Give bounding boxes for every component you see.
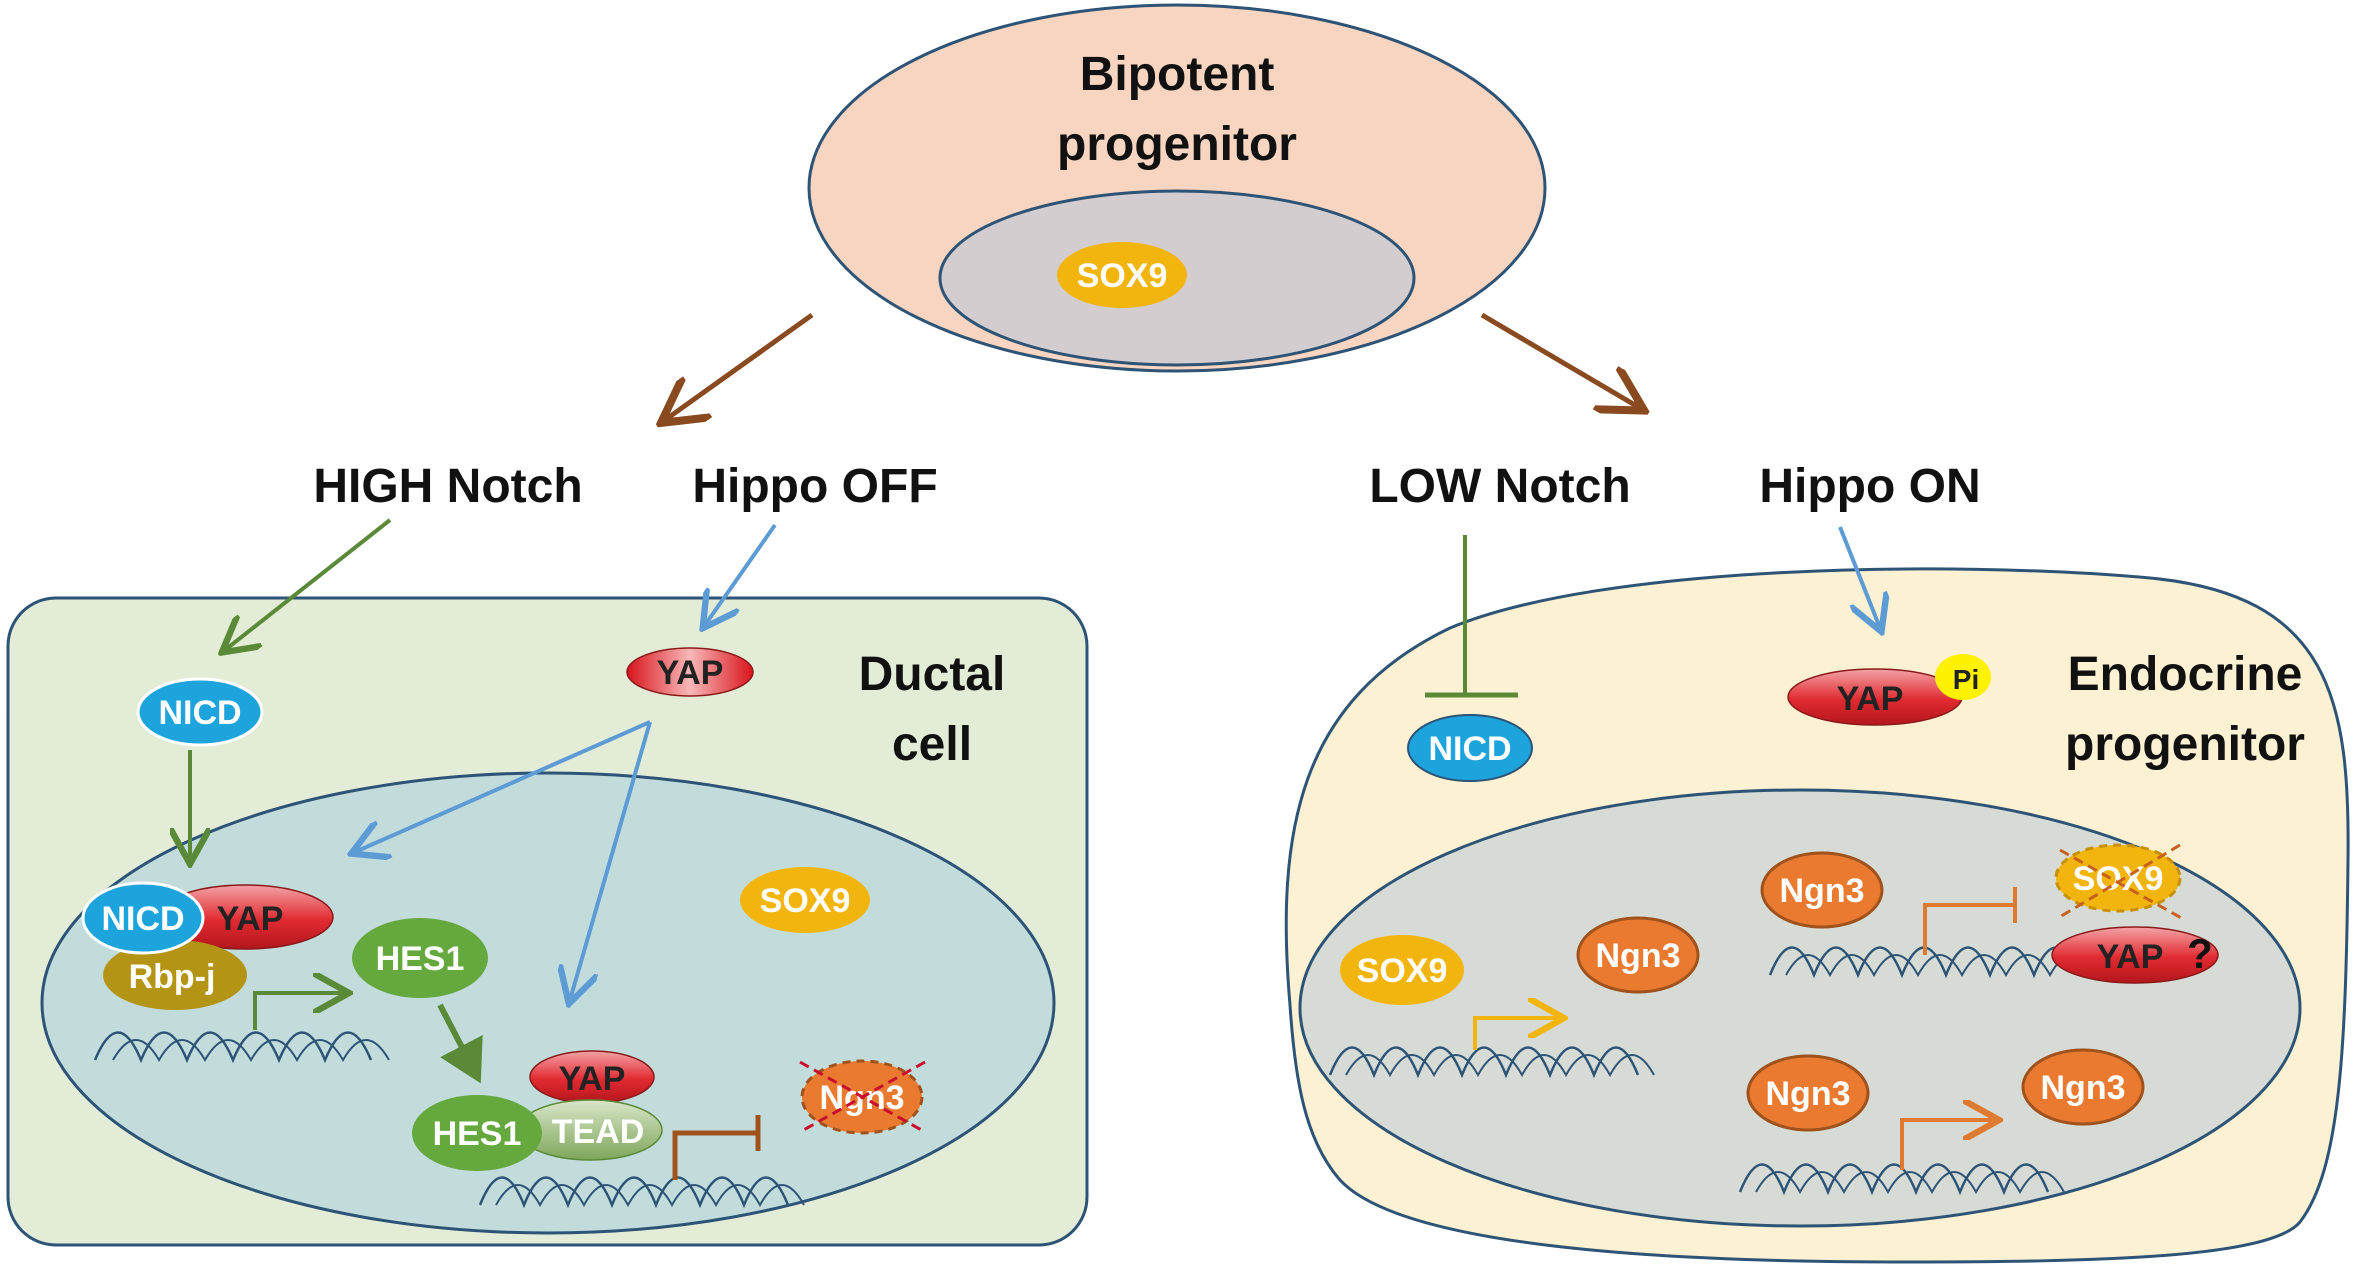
nicd-nuclear: NICD bbox=[81, 881, 205, 955]
dna-strand-ductal-2 bbox=[478, 1176, 805, 1209]
svg-text:YAP: YAP bbox=[657, 654, 724, 692]
nicd-cytoplasm-endocrine: NICD bbox=[1407, 714, 1533, 782]
ngn3-target-endocrine: Ngn3 bbox=[1576, 916, 1700, 994]
svg-text:SOX9: SOX9 bbox=[760, 882, 851, 920]
arrow-yap-to-nicd-complex bbox=[355, 720, 651, 852]
promoter-arrow-hes1 bbox=[253, 993, 345, 1030]
svg-text:NICD: NICD bbox=[158, 694, 241, 732]
sox9-molecule-progenitor: SOX9 bbox=[1057, 242, 1187, 308]
svg-text:SOX9: SOX9 bbox=[1077, 257, 1168, 295]
arrow-to-endocrine bbox=[1480, 312, 1640, 408]
ngn3-repressor-endocrine: Ngn3 bbox=[1760, 851, 1884, 929]
sox9-molecule-ductal: SOX9 bbox=[740, 867, 870, 933]
progenitor-title-line2: progenitor bbox=[1057, 118, 1297, 171]
endocrine-label-line2: progenitor bbox=[2065, 718, 2305, 771]
rbpj-molecule: Rbp-j bbox=[103, 940, 247, 1010]
arrow-hippo-on-to-yap bbox=[1838, 526, 1880, 628]
svg-text:YAP: YAP bbox=[2097, 938, 2164, 976]
yap-tead-complex: YAP bbox=[529, 1050, 655, 1104]
ductal-cell-label-line1: Ductal bbox=[859, 648, 1006, 701]
label-hippo-on: Hippo ON bbox=[1759, 460, 1980, 513]
hes1-molecule-a: HES1 bbox=[352, 918, 488, 998]
arrow-hippo-to-yap bbox=[705, 523, 777, 625]
ngn3-auto-source: Ngn3 bbox=[1746, 1054, 1870, 1132]
svg-text:Ngn3: Ngn3 bbox=[1596, 937, 1681, 975]
label-hippo-off: Hippo OFF bbox=[692, 460, 937, 513]
yap-question-endocrine: YAP ? bbox=[2051, 926, 2219, 984]
svg-text:NICD: NICD bbox=[1428, 730, 1511, 768]
ngn3-auto-target: Ngn3 bbox=[2021, 1048, 2145, 1126]
svg-text:YAP: YAP bbox=[559, 1060, 626, 1098]
svg-text:YAP: YAP bbox=[217, 900, 284, 938]
endocrine-label-line1: Endocrine bbox=[2068, 648, 2303, 701]
dna-strand-endocrine-1 bbox=[1328, 1046, 1655, 1079]
ductal-cell-label-line2: cell bbox=[892, 718, 972, 771]
svg-text:HES1: HES1 bbox=[376, 940, 465, 978]
bipotent-progenitor-cell: Bipotent progenitor SOX9 bbox=[807, 3, 1547, 373]
svg-text:NICD: NICD bbox=[101, 900, 184, 938]
yap-cytoplasm-ductal: YAP bbox=[626, 647, 754, 697]
promoter-arrow-sox9-ngn3 bbox=[1473, 1018, 1560, 1050]
label-low-notch: LOW Notch bbox=[1369, 460, 1630, 513]
dna-strand-endocrine-3 bbox=[1738, 1163, 2065, 1196]
hes1-molecule-b: HES1 bbox=[412, 1095, 542, 1171]
svg-text:YAP: YAP bbox=[1837, 680, 1904, 718]
yap-nuclear-complex: YAP bbox=[156, 884, 334, 950]
progenitor-title-line1: Bipotent bbox=[1080, 48, 1275, 101]
svg-text:Ngn3: Ngn3 bbox=[1766, 1075, 1851, 1113]
question-mark: ? bbox=[2187, 930, 2213, 977]
promoter-arrow-ngn3-auto bbox=[1900, 1120, 1995, 1170]
sox9-molecule-endocrine: SOX9 bbox=[1340, 935, 1464, 1005]
cross-mark-sox9 bbox=[2059, 848, 2186, 922]
phosphate-badge: Pi bbox=[1935, 654, 1991, 700]
svg-text:Rbp-j: Rbp-j bbox=[129, 958, 216, 996]
svg-text:Ngn3: Ngn3 bbox=[1780, 872, 1865, 910]
svg-text:HES1: HES1 bbox=[433, 1115, 522, 1153]
arrow-hes1-to-complex bbox=[437, 1003, 483, 1084]
repression-bar-ngn3-ductal bbox=[672, 1115, 761, 1180]
ngn3-repressed-ductal: Ngn3 bbox=[799, 1059, 926, 1135]
label-high-notch: HIGH Notch bbox=[313, 460, 582, 513]
svg-text:TEAD: TEAD bbox=[552, 1113, 645, 1151]
svg-text:Pi: Pi bbox=[1953, 664, 1979, 695]
repression-bar-sox9-endocrine bbox=[1923, 887, 2017, 955]
dna-strand-ductal-1 bbox=[93, 1031, 390, 1064]
yap-phospho-endocrine: YAP bbox=[1787, 668, 1963, 726]
arrow-to-ductal bbox=[665, 312, 814, 420]
arrow-notch-to-nicd bbox=[225, 518, 392, 650]
svg-text:Ngn3: Ngn3 bbox=[2041, 1069, 2126, 1107]
sox9-repressed-endocrine: SOX9 bbox=[2054, 843, 2186, 922]
svg-text:SOX9: SOX9 bbox=[2073, 860, 2164, 898]
arrow-yap-to-tead-complex bbox=[570, 721, 652, 1000]
svg-text:SOX9: SOX9 bbox=[1357, 952, 1448, 990]
nicd-cytoplasm-ductal: NICD bbox=[136, 677, 264, 747]
